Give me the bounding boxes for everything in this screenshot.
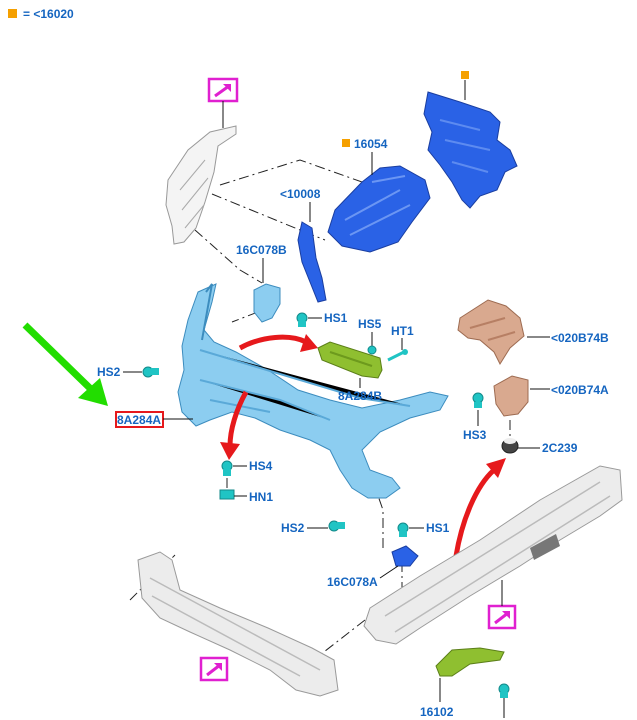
- label-hs1-bottom: HS1: [426, 521, 450, 535]
- label-ht1: HT1: [391, 324, 414, 338]
- flow-arrow-to-8A284B: [238, 334, 318, 352]
- fastener-hs5: [367, 345, 377, 355]
- label-16C078B: 16C078B: [236, 243, 287, 257]
- legend: = <16020: [8, 7, 74, 21]
- label-hs1-top: HS1: [324, 311, 348, 325]
- label-10008: <10008: [280, 187, 321, 201]
- fastener-hs1-bottom: [397, 522, 409, 537]
- legend-text: = <16020: [23, 7, 74, 21]
- label-16C078A: 16C078A: [327, 575, 378, 589]
- label-hs4: HS4: [249, 459, 273, 473]
- label-2C239: 2C239: [542, 441, 578, 455]
- part-16102: [435, 647, 505, 677]
- label-hs2-bottom: HS2: [281, 521, 305, 535]
- link-arrow-icon[interactable]: [199, 656, 229, 682]
- legend-marker: [8, 9, 17, 18]
- label-hs2-left: HS2: [97, 365, 121, 379]
- part-2C239: [501, 438, 519, 454]
- fastener-hs3: [472, 392, 484, 408]
- label-hs3: HS3: [463, 428, 487, 442]
- label-hs5: HS5: [358, 317, 382, 331]
- focus-arrow-icon: [22, 322, 108, 406]
- part-020B74B: [457, 299, 525, 366]
- part-8A284B: [317, 341, 383, 379]
- fastener-ht1: [387, 349, 408, 362]
- part-16C078B: [253, 283, 281, 323]
- part-16C078A: [391, 545, 419, 567]
- label-020B74A: <020B74A: [551, 383, 609, 397]
- highlight-box-8A284A[interactable]: 8A284A: [115, 411, 164, 428]
- fastener-hs2-bottom: [328, 520, 345, 532]
- label-hn1: HN1: [249, 490, 273, 504]
- shield-marker: [461, 71, 469, 79]
- label-8A284A: 8A284A: [117, 413, 161, 427]
- link-arrow-icon[interactable]: [487, 604, 517, 630]
- part-frame-rail-right: [363, 465, 623, 645]
- p16054-marker: [342, 139, 350, 147]
- part-020B74A: [493, 375, 529, 417]
- fastener-16102-bolt: [498, 683, 510, 698]
- fastener-hs2-left: [142, 366, 159, 378]
- part-bumper-beam: [137, 551, 339, 697]
- label-020B74B: <020B74B: [551, 331, 609, 345]
- label-8A284B: 8A284B: [338, 389, 382, 403]
- flow-arrow-to-hs4: [220, 390, 249, 460]
- part-10008: [297, 221, 327, 303]
- label-16102: 16102: [420, 705, 454, 719]
- part-8A284A-frame: [177, 283, 449, 499]
- flow-arrow-to-2C239: [453, 458, 506, 557]
- fastener-hn1: [219, 489, 235, 500]
- part-shield-right: [423, 91, 518, 209]
- label-16054: 16054: [354, 137, 388, 151]
- fastener-hs1-top: [296, 312, 308, 327]
- link-arrow-icon[interactable]: [207, 77, 239, 103]
- part-side-bracket-upper: [165, 125, 237, 245]
- part-16054: [327, 165, 431, 253]
- fastener-hs4: [221, 460, 233, 476]
